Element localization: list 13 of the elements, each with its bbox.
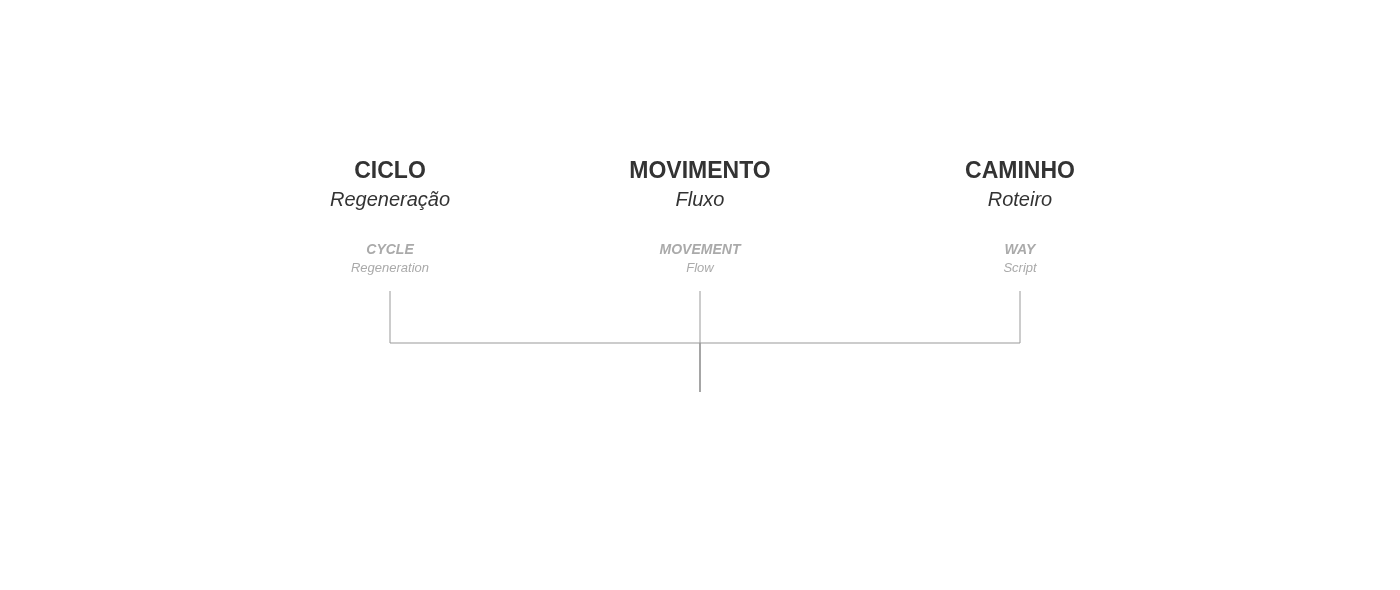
translation-subtitle: Script [1003,259,1037,277]
translation-subtitle: Flow [686,259,714,277]
translation-heading: MOVEMENT [659,240,741,259]
heading-text: MOVIMENTO [629,156,771,185]
subtitle-text: Regeneração [329,187,451,212]
heading-text: CAMINHO [965,156,1075,185]
translation-subtitle: Regeneration [350,259,430,277]
translation-heading: CYCLE [366,240,414,259]
subtitle-text: Fluxo [675,187,725,212]
connector-line [699,290,1021,393]
heading-text: CICLO [354,156,426,185]
translation-heading: WAY [1004,240,1036,259]
subtitle-text: Roteiro [987,187,1053,212]
